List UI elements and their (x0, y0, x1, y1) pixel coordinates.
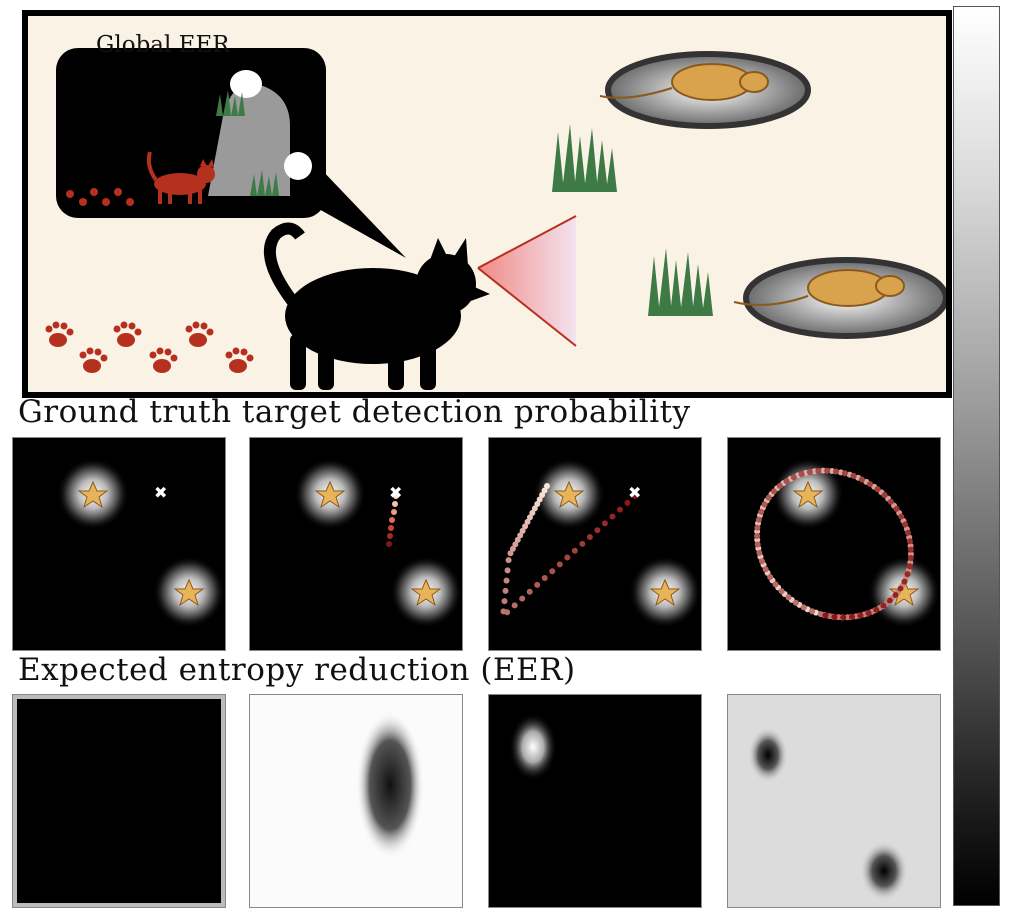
colorbar (953, 6, 1000, 906)
rat-hidden-icon (230, 70, 262, 98)
trajectory (754, 467, 914, 621)
eer-panel-1 (12, 694, 226, 908)
eer-panel-4 (727, 694, 941, 908)
rat-icon (733, 269, 905, 307)
eer-low-region (356, 711, 424, 859)
cone-edge (477, 267, 577, 347)
star-icon (792, 480, 824, 509)
star-icon (173, 578, 205, 607)
star-icon (410, 578, 442, 607)
scene-drawing (45, 48, 949, 390)
eer-low-region (748, 727, 788, 783)
eer-panel-2 (249, 694, 463, 908)
thought-bubble-tail (278, 166, 406, 258)
star-icon (77, 480, 109, 509)
ground-truth-panel-2: ✖ (249, 437, 463, 651)
cross-marker-icon: ✖ (389, 483, 402, 502)
cat-icon (263, 222, 490, 390)
ground-truth-title: Ground truth target detection probabilit… (18, 394, 691, 430)
cross-marker-icon: ✖ (154, 483, 167, 502)
paw-prints (45, 321, 254, 373)
cross-marker-icon: ✖ (628, 483, 641, 502)
star-icon (649, 578, 681, 607)
vision-cone-icon (478, 216, 576, 346)
eer-low-region (860, 841, 908, 901)
grass-icon (552, 124, 617, 192)
eer-title: Expected entropy reduction (EER) (18, 652, 576, 688)
star-icon (553, 480, 585, 509)
eer-high-region (509, 713, 557, 781)
ground-truth-panel-3: ✖ (488, 437, 702, 651)
grass-icon (216, 90, 279, 196)
scene-illustration: Global EER (22, 10, 952, 398)
rat-hidden-icon (284, 152, 312, 180)
trajectory (386, 493, 399, 547)
small-cat-icon (146, 151, 215, 204)
grass-icon (648, 248, 713, 316)
paw-print-icon (66, 188, 134, 206)
trajectory (500, 483, 638, 616)
star-icon (314, 480, 346, 509)
eer-border-glow (13, 695, 225, 907)
ground-truth-panel-4 (727, 437, 941, 651)
star-icon (888, 578, 920, 607)
rat-icon (599, 63, 769, 101)
bubble-label: Global EER (96, 32, 230, 58)
ground-truth-panel-1: ✖ (12, 437, 226, 651)
eer-panel-3 (488, 694, 702, 908)
cone-edge (477, 215, 577, 269)
